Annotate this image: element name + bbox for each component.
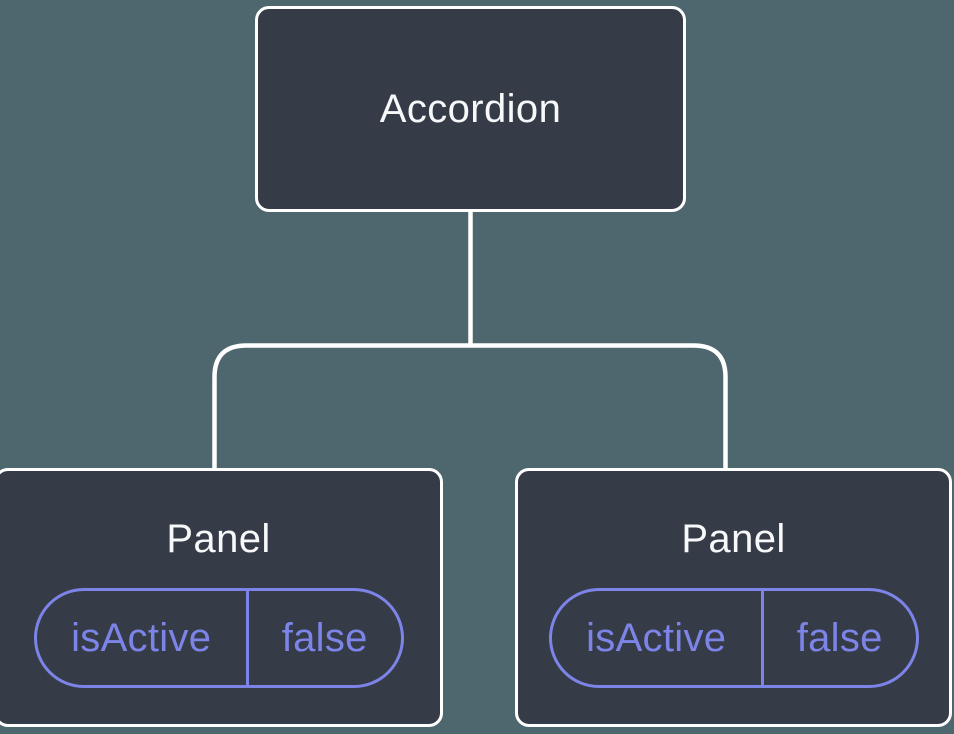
state-value: false	[796, 615, 883, 660]
state-pill: isActive false	[33, 588, 404, 688]
node-label: Panel	[166, 517, 271, 561]
component-node-accordion: Accordion	[255, 6, 686, 212]
component-node-panel-left: Panel isActive false	[0, 468, 443, 727]
state-name: isActive	[552, 591, 764, 685]
node-label: Accordion	[379, 87, 562, 131]
state-pill: isActive false	[548, 588, 919, 688]
component-node-panel-right: Panel isActive false	[515, 468, 952, 727]
node-label: Panel	[681, 517, 786, 561]
state-value: false	[281, 615, 368, 660]
connector-bracket	[212, 343, 728, 471]
state-name: isActive	[37, 591, 249, 685]
